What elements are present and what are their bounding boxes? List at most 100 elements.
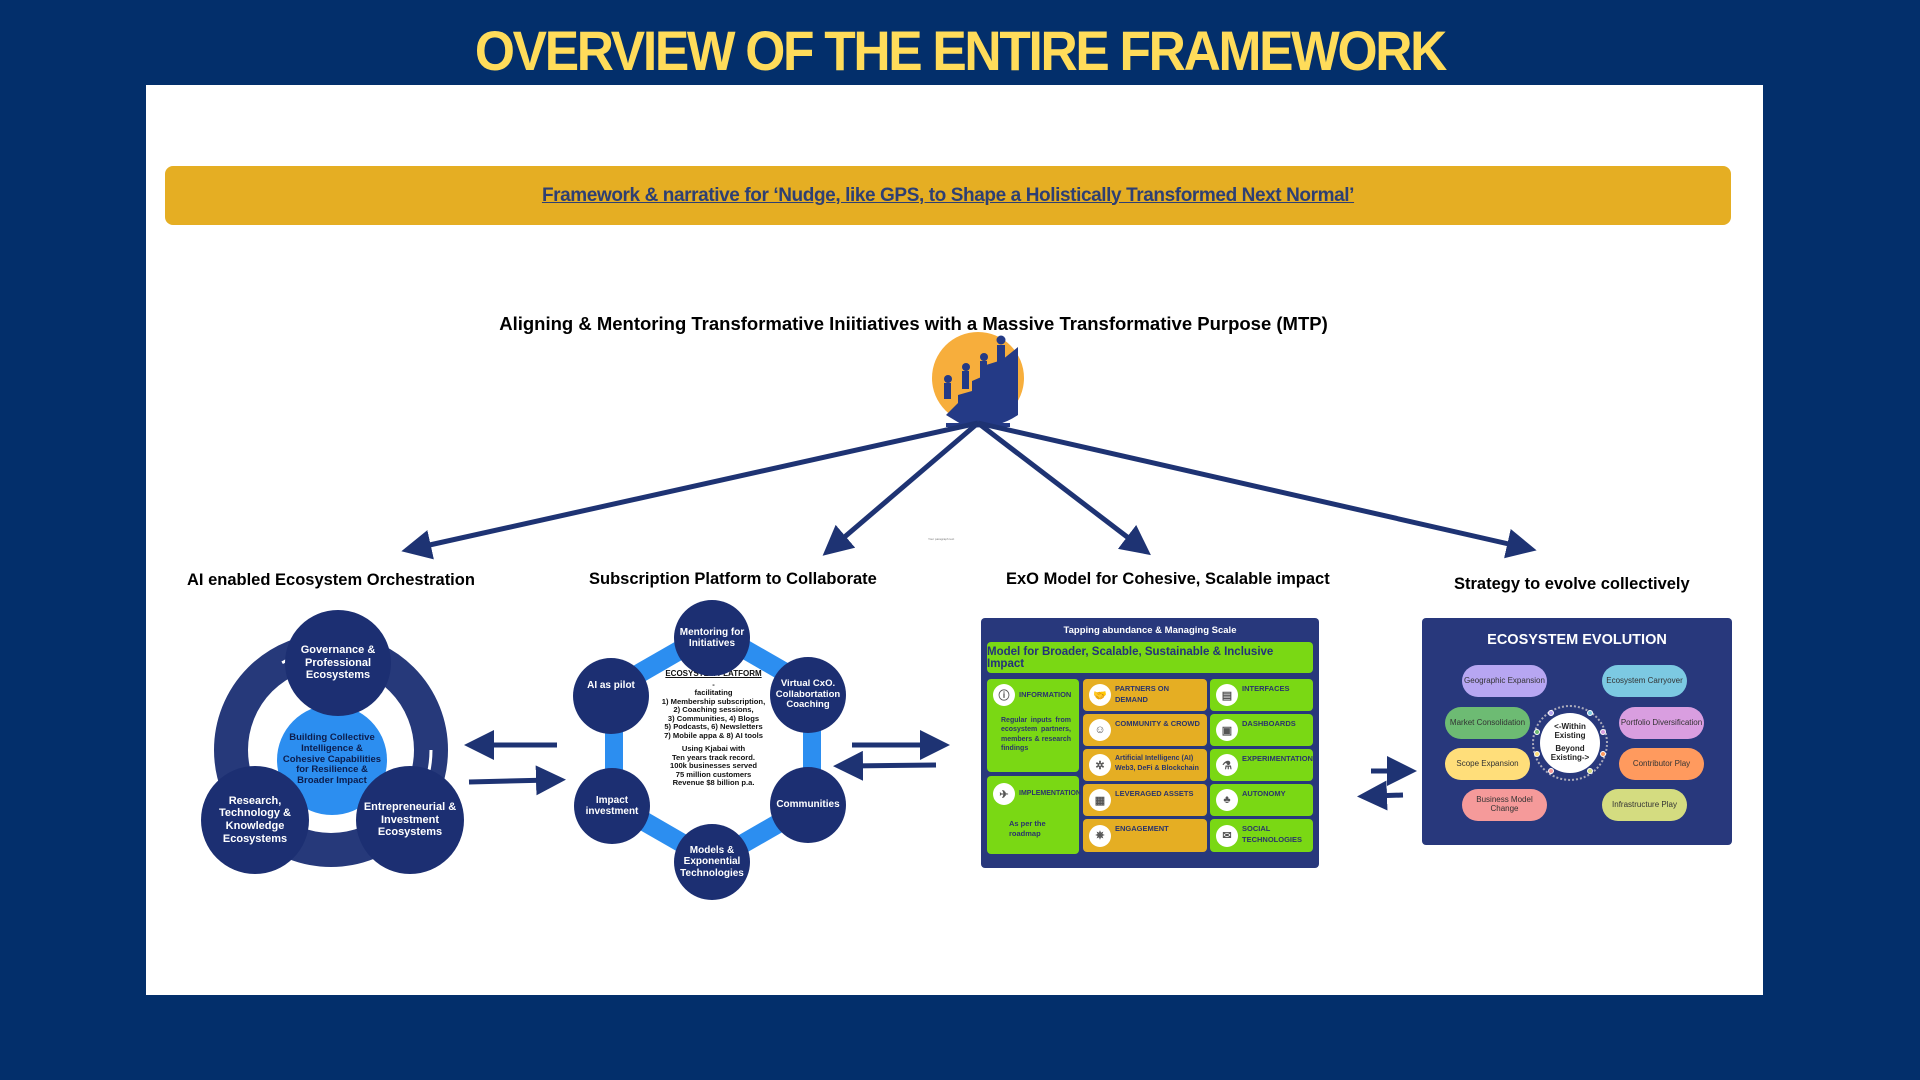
dashboard-icon: ▣	[1216, 719, 1238, 741]
center-line: 3) Communities, 4) Blogs	[667, 713, 760, 723]
orchestration-cycle: Building Collective Intelligence & Cohes…	[201, 610, 464, 880]
cell-label: AUTONOMY	[1242, 789, 1286, 798]
pill-infrastructure-play: Infrastructure Play	[1602, 789, 1687, 821]
arrow-back-3	[1357, 780, 1404, 811]
platform-center-text: ECOSYSTEM PLATFORM - facilitating 1) Mem…	[641, 669, 786, 788]
hub-dot	[1534, 729, 1540, 735]
exo-cell-assets: ▦ LEVERAGED ASSETS	[1083, 784, 1207, 816]
exo-cell-implementation: ✈ IMPLEMENTATION As per the roadmap	[987, 776, 1081, 854]
exo-top-label: Tapping abundance & Managing Scale	[1063, 625, 1237, 636]
info-icon: ⓘ	[993, 684, 1015, 706]
node-communities: Communities	[770, 767, 846, 843]
center-stat: Revenue $8 billion p.a.	[672, 778, 755, 788]
center-stat: Using Kjabai with	[681, 744, 746, 754]
cell-label: INTERFACES	[1242, 684, 1290, 693]
exo-grid: ⓘ INFORMATION Regular inputs from ecosys…	[987, 679, 1313, 854]
mtp-logo-icon	[932, 332, 1024, 428]
node-research: Research, Technology & Knowledge Ecosyst…	[201, 766, 309, 874]
hub-dot	[1548, 710, 1554, 716]
exo-cell-engagement: ✵ ENGAGEMENT	[1083, 819, 1207, 852]
assets-icon: ▦	[1089, 789, 1111, 811]
center-stat: 75 million customers	[675, 769, 752, 779]
cell-label: ENGAGEMENT	[1115, 824, 1169, 833]
cell-label: COMMUNITY & CROWD	[1115, 719, 1200, 728]
node-entrepreneurial: Entrepreneurial & Investment Ecosystems	[356, 766, 464, 874]
cell-label: PARTNERS ON DEMAND	[1115, 684, 1170, 704]
center-line: 7) Mobile appa & 8) AI tools	[664, 730, 763, 740]
arrow-forward-1	[468, 765, 566, 796]
pill-business-model-change: Business Model Change	[1462, 789, 1547, 821]
mtp-heading: Aligning & Mentoring Transformative Inii…	[499, 313, 1328, 334]
social-icon: ✉	[1216, 824, 1238, 847]
exo-cell-social: ✉SOCIAL TECHNOLOGIES	[1210, 819, 1313, 852]
hub-within-label: <-Within Existing	[1554, 722, 1586, 741]
cell-label: EXPERIMENTATION	[1242, 754, 1313, 763]
evolution-hub: <-Within Existing Beyond Existing->	[1532, 705, 1608, 781]
evolution-panel-title: ECOSYSTEM EVOLUTION	[1487, 632, 1667, 648]
center-stat: 100k businesses served	[670, 761, 757, 771]
pill-ecosystem-carryover: Ecosystem Carryover	[1602, 665, 1687, 697]
exo-cell-information: ⓘ INFORMATION Regular inputs from ecosys…	[987, 679, 1079, 772]
exo-cell-dashboards: ▣ DASHBOARDS	[1210, 714, 1313, 746]
cell-label: LEVERAGED ASSETS	[1115, 789, 1194, 798]
team-icon: ♣	[1216, 789, 1238, 811]
hub-dot	[1600, 729, 1606, 735]
arrow-to-exo	[976, 421, 1151, 556]
node-models: Models & Exponential Technologies	[674, 824, 750, 900]
handshake-icon: 🤝	[1089, 684, 1111, 706]
node-ai-as-pilot: AI as pilot	[573, 658, 649, 734]
framework-narrative-link[interactable]: Framework & narrative for ‘Nudge, like G…	[541, 184, 1355, 206]
section-title-orchestration: AI enabled Ecosystem Orchestration	[187, 571, 475, 589]
pill-market-consolidation: Market Consolidation	[1445, 707, 1530, 739]
ecosystem-evolution-panel: ECOSYSTEM EVOLUTION Geographic Expansion…	[1422, 618, 1732, 845]
center-line: 1) Membership subscription,	[661, 696, 766, 706]
platform-hexagon: ECOSYSTEM PLATFORM - facilitating 1) Mem…	[571, 600, 856, 900]
experiment-icon: ⚗	[1216, 754, 1238, 776]
section-title-evolution: Strategy to evolve collectively	[1454, 575, 1690, 593]
section-title-platform: Subscription Platform to Collaborate	[589, 570, 877, 588]
center-stat: Ten years track record.	[671, 752, 755, 762]
center-line: facilitating	[694, 688, 733, 698]
placeholder-text: Your paragraph text	[928, 537, 955, 541]
ai-chip-icon: ✲	[1089, 754, 1111, 776]
arrow-back-2	[833, 750, 937, 781]
cell-label: DASHBOARDS	[1242, 719, 1296, 728]
exo-model-panel: Tapping abundance & Managing Scale Model…	[981, 618, 1319, 868]
pill-portfolio-diversification: Portfolio Diversification	[1619, 707, 1704, 739]
page-title: OVERVIEW OF THE ENTIRE FRAMEWORK	[474, 19, 1447, 82]
exo-cell-community: ☺ COMMUNITY & CROWD	[1083, 714, 1207, 746]
center-line: 2) Coaching sessions,	[673, 705, 754, 715]
section-title-exo: ExO Model for Cohesive, Scalable impact	[1006, 570, 1330, 588]
cell-label: INFORMATION	[1019, 690, 1072, 699]
exo-model-bar: Model for Broader, Scalable, Sustainable…	[987, 642, 1313, 673]
center-line: 5) Podcasts, 6) Newsletters	[664, 722, 763, 732]
node-governance: Governance & Professional Ecosystems	[285, 610, 391, 716]
hub-dot	[1587, 768, 1593, 774]
pill-geographic-expansion: Geographic Expansion	[1462, 665, 1547, 697]
node-virtual-cxo: Virtual CxO. Collabortation Coaching	[770, 657, 846, 733]
node-mentoring: Mentoring for Initiatives	[674, 600, 750, 676]
hub-dot	[1600, 751, 1606, 757]
interfaces-icon: ▤	[1216, 684, 1238, 706]
cell-body: As per the roadmap	[1009, 819, 1046, 839]
people-icon: ☺	[1089, 719, 1111, 741]
cell-label: Artificial Intelligenc (AI) Web3, DeFi &…	[1115, 755, 1199, 773]
exo-cell-interfaces: ▤ INTERFACES	[1210, 679, 1313, 711]
hub-dot	[1534, 751, 1540, 757]
node-impact-investment: Impact investment	[574, 768, 650, 844]
mtp-arrows	[401, 420, 1537, 560]
arrow-to-evolution	[977, 420, 1537, 559]
rocket-icon: ✈	[993, 783, 1015, 805]
pill-scope-expansion: Scope Expansion	[1445, 748, 1530, 780]
engagement-icon: ✵	[1089, 824, 1111, 847]
arrow-to-orchestration	[401, 420, 979, 560]
hexagon-shape	[605, 620, 821, 872]
pill-contributor-play: Contributor Play	[1619, 748, 1704, 780]
arrow-to-platform	[822, 421, 980, 556]
cell-body: Regular inputs from ecosystem partners, …	[1001, 717, 1071, 753]
hub-beyond-label: Beyond Existing->	[1550, 744, 1590, 762]
exo-cell-autonomy: ♣ AUTONOMY	[1210, 784, 1313, 816]
hub-dot	[1548, 768, 1554, 774]
center-line: -	[712, 679, 715, 689]
exo-cell-ai: ✲Artificial Intelligenc (AI) Web3, DeFi …	[1083, 749, 1207, 781]
